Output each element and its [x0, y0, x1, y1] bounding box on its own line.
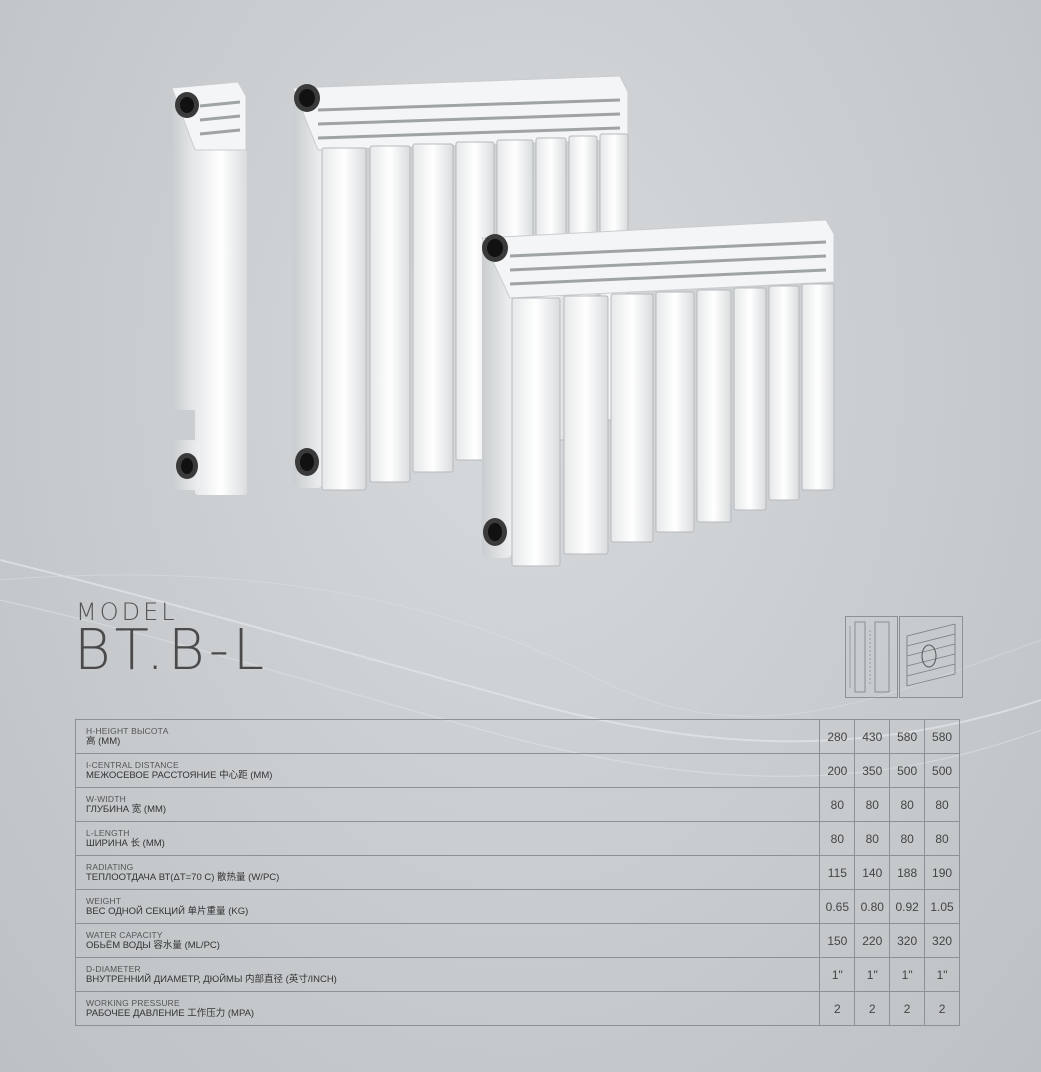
radiator-product-image — [171, 75, 835, 567]
spec-value-cell: 115 — [819, 855, 856, 890]
spec-value-cell: 140 — [854, 855, 891, 890]
spec-label-en: W-WIDTH — [86, 794, 126, 804]
spec-value-cell: 1" — [889, 957, 926, 992]
spec-label-en: WEIGHT — [86, 896, 122, 906]
spec-value-cell: 2 — [819, 991, 856, 1026]
spec-label-ru-cn: МЕЖОСЕВОЕ РАССТОЯНИЕ 中心距 (MM) — [86, 770, 273, 781]
spec-label-en: WORKING PRESSURE — [86, 998, 180, 1008]
spec-value-cell: 190 — [924, 855, 960, 890]
spec-value-cell: 320 — [889, 923, 926, 958]
spec-value-cell: 80 — [924, 787, 960, 822]
spec-value-cell: 2 — [924, 991, 960, 1026]
radiator-medium — [481, 219, 835, 567]
spec-value-cell: 150 — [819, 923, 856, 958]
spec-value-cell: 200 — [819, 753, 856, 788]
model-label: MODEL — [76, 598, 178, 626]
spec-label-ru-cn: ТЕПЛООТДАЧА ВТ(ΔT=70 C) 散热量 (W/PC) — [86, 872, 280, 883]
spec-value-cell: 2 — [854, 991, 891, 1026]
spec-value-cell: 0.92 — [889, 889, 926, 924]
dimension-diagram-icon — [845, 616, 963, 698]
spec-label-en: D-DIAMETER — [86, 964, 141, 974]
spec-label-en: H-HEIGHT ВЫСОТА — [86, 726, 169, 736]
spec-value-cell: 1" — [819, 957, 856, 992]
spec-value-cell: 280 — [819, 719, 856, 754]
spec-value-cell: 220 — [854, 923, 891, 958]
spec-value-cell: 80 — [889, 787, 926, 822]
spec-value-cell: 1" — [924, 957, 960, 992]
spec-value-cell: 350 — [854, 753, 891, 788]
radiator-large — [292, 75, 629, 491]
spec-value-cell: 80 — [819, 821, 856, 856]
spec-value-cell: 0.80 — [854, 889, 891, 924]
spec-label-ru-cn: 高 (MM) — [86, 736, 121, 747]
spec-value-cell: 0.65 — [819, 889, 856, 924]
spec-value-cell: 80 — [854, 821, 891, 856]
spec-label-en: RADIATING — [86, 862, 134, 872]
spec-label-ru-cn: ВЕС ОДНОЙ СЕКЦИЙ 单片重量 (KG) — [86, 906, 249, 917]
spec-value-cell: 80 — [889, 821, 926, 856]
spec-value-cell: 80 — [854, 787, 891, 822]
spec-value-cell: 1.05 — [924, 889, 960, 924]
spec-label-en: I-CENTRAL DISTANCE — [86, 760, 179, 770]
spec-label-ru-cn: ШИРИНА 长 (MM) — [86, 838, 165, 849]
spec-value-cell: 188 — [889, 855, 926, 890]
spec-value-cell: 320 — [924, 923, 960, 958]
spec-value-cell: 500 — [889, 753, 926, 788]
spec-value-cell: 2 — [889, 991, 926, 1026]
spec-value-cell: 80 — [924, 821, 960, 856]
radiator-single-section — [171, 81, 247, 495]
spec-label-ru-cn: ОБЬЁМ ВОДЫ 容水量 (ML/PC) — [86, 940, 220, 951]
spec-label-en: L-LENGTH — [86, 828, 130, 838]
spec-value-cell: 580 — [889, 719, 926, 754]
spec-value-cell: 1" — [854, 957, 891, 992]
spec-label-ru-cn: ВНУТРЕННИЙ ДИАМЕТР, ДЮЙМЫ 内部直径 (英寸/INCH) — [86, 974, 337, 985]
spec-label-ru-cn: ГЛУБИНА 宽 (MM) — [86, 804, 167, 815]
spec-label-ru-cn: РАБОЧЕЕ ДАВЛЕНИЕ 工作压力 (MPA) — [86, 1008, 255, 1019]
spec-label-en: WATER CAPACITY — [86, 930, 163, 940]
spec-value-cell: 500 — [924, 753, 960, 788]
spec-value-cell: 80 — [819, 787, 856, 822]
model-code: BT.B-L — [74, 618, 269, 683]
spec-value-cell: 580 — [924, 719, 960, 754]
spec-value-cell: 430 — [854, 719, 891, 754]
